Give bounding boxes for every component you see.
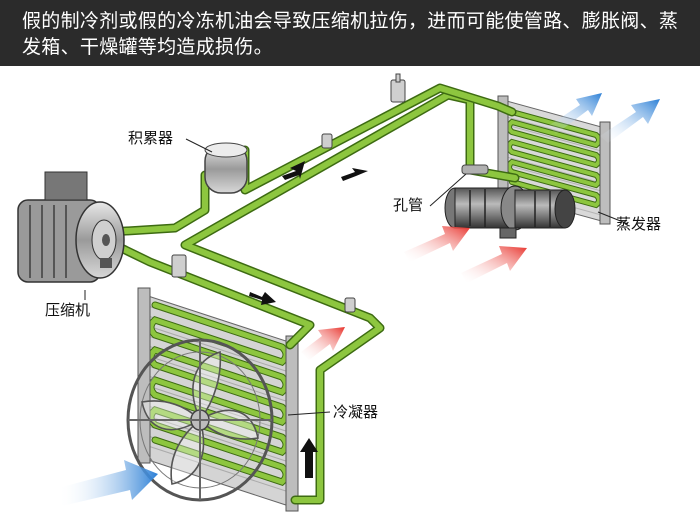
flow-arrow-right: [341, 168, 368, 181]
hot-air-arrow-2: [461, 246, 527, 283]
leader-lines: [84, 138, 629, 416]
caption-text: 假的制冷剂或假的冷冻机油会导致压缩机拉伤，进而可能使管路、膨胀阀、蒸发箱、干燥罐…: [22, 10, 679, 58]
compressor: [17, 171, 125, 283]
label-orifice-tube: 孔管: [393, 196, 423, 214]
label-compressor: 压缩机: [45, 301, 90, 319]
cool-air-arrow-2: [600, 99, 660, 143]
air-flow: [58, 93, 660, 506]
label-condenser: 冷凝器: [333, 403, 378, 421]
cool-air-arrow-1: [548, 93, 602, 134]
evaporator: [497, 95, 611, 225]
hot-air-arrow-3: [301, 327, 345, 360]
flow-arrow-discharge: [249, 292, 276, 305]
service-ports: [171, 73, 406, 313]
flow-arrow-up: [300, 438, 318, 478]
condenser-fan: [126, 338, 274, 502]
hot-air-arrow-1: [404, 226, 470, 262]
label-accumulator: 积累器: [128, 129, 173, 147]
accumulator: [204, 142, 248, 194]
condenser: [137, 287, 299, 512]
orifice-tube: [461, 164, 489, 175]
label-evaporator: 蒸发器: [616, 215, 661, 233]
flow-arrow-left: [282, 161, 305, 180]
cool-air-arrow-3: [58, 460, 158, 506]
refrigerant-lines: [105, 83, 520, 505]
blower-motor: [444, 185, 576, 239]
flow-arrows: [249, 161, 368, 478]
caption-banner: 假的制冷剂或假的冷冻机油会导致压缩机拉伤，进而可能使管路、膨胀阀、蒸发箱、干燥罐…: [0, 0, 700, 66]
